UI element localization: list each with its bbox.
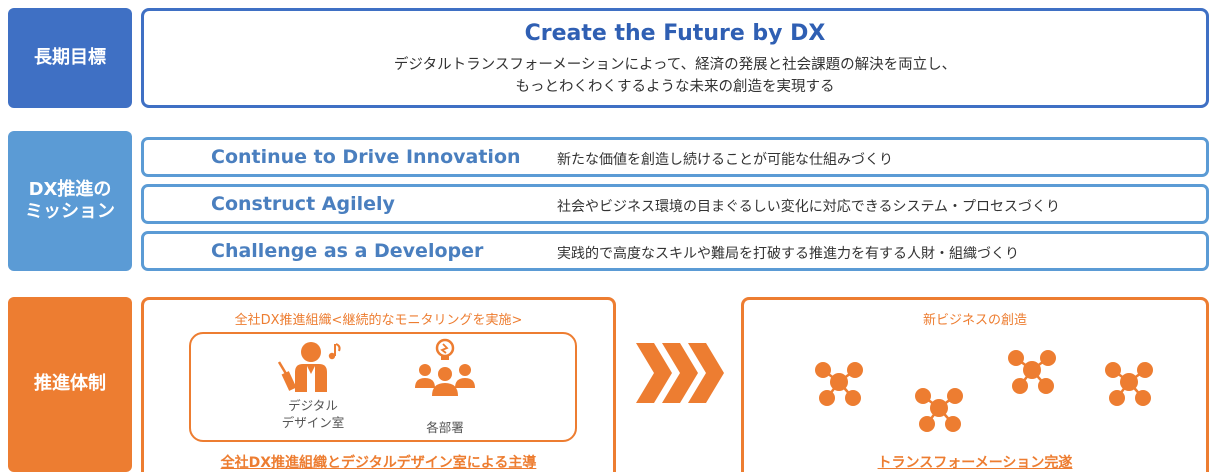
mission-label-line2: ミッション <box>25 201 115 222</box>
dx-organization-box: 全社DX推進組織<継続的なモニタリングを実施> デジタル デザイン室 <box>141 297 616 472</box>
digital-design-unit-label: デジタル デザイン室 <box>277 398 349 432</box>
dx-organization-title: 全社DX推進組織<継続的なモニタリングを実施> <box>234 313 523 328</box>
goal-title: Create the Future by DX <box>524 21 826 46</box>
dx-organization-footer: 全社DX推進組織とデジタルデザイン室による主導 <box>220 455 537 471</box>
new-business-footer: トランスフォーメーション完遂 <box>877 455 1073 471</box>
mission-label-line1: DX推進の <box>28 178 112 200</box>
network-people-icon <box>1008 350 1056 394</box>
organization-units-box: デジタル デザイン室 各部署 <box>189 332 577 442</box>
departments-label: 各部署 <box>426 420 464 435</box>
mission-title: Challenge as a Developer <box>211 240 484 262</box>
system-label-text: 推進体制 <box>34 373 106 395</box>
goal-description-line1: デジタルトランスフォーメーションによって、経済の発展と社会課題の解決を両立し、 <box>393 57 957 73</box>
mission-title: Construct Agilely <box>211 193 395 215</box>
team-idea-icon <box>415 338 475 396</box>
goal-label-text: 長期目標 <box>34 46 106 68</box>
conductor-icon <box>277 342 341 392</box>
network-people-icon <box>915 388 963 432</box>
goal-label: 長期目標 <box>8 8 132 108</box>
mission-description: 実践的で高度なスキルや難局を打破する推進力を有する人財・組織づくり <box>557 246 1019 262</box>
system-label: 推進体制 <box>8 297 132 472</box>
network-people-icon <box>1105 362 1153 406</box>
network-people-icon <box>815 362 863 406</box>
goal-description-line2: もっとわくわくするような未来の創造を実現する <box>515 79 835 95</box>
unit-label-line2: デザイン室 <box>281 414 345 430</box>
mission-description: 社会やビジネス環境の目まぐるしい変化に対応できるシステム・プロセスづくり <box>557 199 1061 215</box>
mission-label: DX推進の ミッション <box>8 131 132 271</box>
new-business-box: 新ビジネスの創造 トランスフォーメー <box>741 297 1209 472</box>
goal-box: Create the Future by DX デジタルトランスフォーメーション… <box>141 8 1209 108</box>
mission-item: Continue to Drive Innovation 新たな価値を創造し続け… <box>141 137 1209 177</box>
unit-label-line1: デジタル <box>288 398 338 413</box>
mission-item: Construct Agilely 社会やビジネス環境の目まぐるしい変化に対応で… <box>141 184 1209 224</box>
new-business-title: 新ビジネスの創造 <box>922 313 1027 328</box>
chevrons-right-icon <box>636 343 724 403</box>
mission-description: 新たな価値を創造し続けることが可能な仕組みづくり <box>557 152 893 168</box>
mission-title: Continue to Drive Innovation <box>211 146 521 168</box>
mission-item: Challenge as a Developer 実践的で高度なスキルや難局を打… <box>141 231 1209 271</box>
